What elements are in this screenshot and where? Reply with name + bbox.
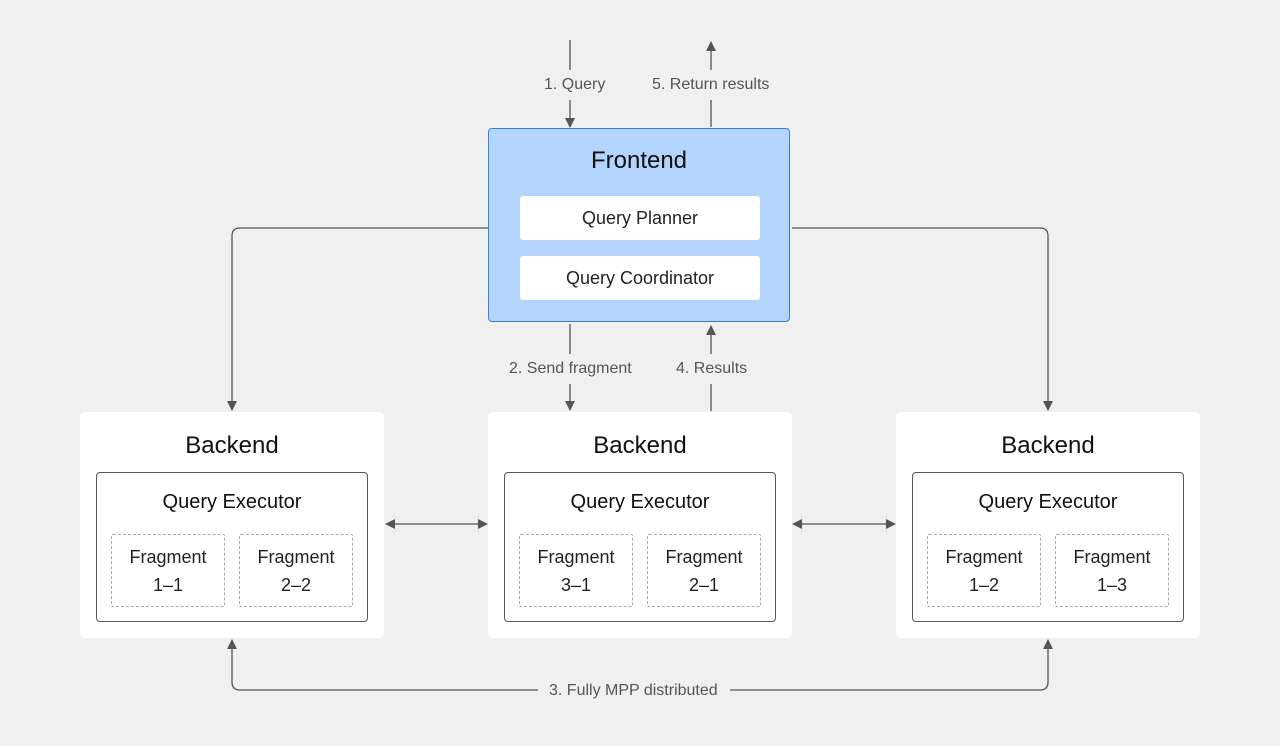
query-executor-title: Query Executor: [978, 491, 1118, 513]
frontend-title: Frontend: [590, 147, 688, 174]
fragment-word: Fragment: [665, 546, 743, 567]
backend-node-2: Backend Query Executor Fragment 3–1 Frag…: [488, 412, 792, 638]
fragment-word: Fragment: [537, 546, 615, 567]
fragment-word: Fragment: [945, 546, 1023, 567]
mpp-distributed-arrow: [232, 640, 1048, 691]
results-label: 4. Results: [676, 360, 748, 377]
fragment-box: Fragment 2–1: [647, 534, 761, 607]
fragment-box: Fragment 3–1: [519, 534, 633, 607]
frontend-node: Frontend Query Planner Query Coordinator: [488, 128, 790, 322]
backend-title: Backend: [185, 432, 279, 459]
mpp-distributed-label: 3. Fully MPP distributed: [549, 682, 718, 699]
fragment-id: 3–1: [560, 574, 592, 595]
query-planner-box: Query Planner: [520, 196, 760, 240]
send-fragment-label: 2. Send fragment: [509, 360, 632, 377]
fragment-word: Fragment: [129, 546, 207, 567]
backend-node-3: Backend Query Executor Fragment 1–2 Frag…: [896, 412, 1200, 638]
query-coordinator-box: Query Coordinator: [520, 256, 760, 300]
fragment-box: Fragment 1–2: [927, 534, 1041, 607]
fragment-word: Fragment: [1073, 546, 1151, 567]
fragment-id: 1–2: [968, 574, 1000, 595]
return-results-label: 5. Return results: [652, 76, 770, 93]
backend-title: Backend: [593, 432, 687, 459]
query-label: 1. Query: [544, 76, 606, 93]
fragment-word: Fragment: [257, 546, 335, 567]
fragment-box: Fragment 1–3: [1055, 534, 1169, 607]
query-executor-box: Query Executor Fragment 1–1 Fragment 2–2: [96, 472, 368, 622]
backend-node-1: Backend Query Executor Fragment 1–1 Frag…: [80, 412, 384, 638]
query-executor-title: Query Executor: [162, 491, 302, 513]
query-executor-title: Query Executor: [570, 491, 710, 513]
frontend-to-right-backend-arrow: [792, 227, 1053, 411]
fragment-box: Fragment 1–1: [111, 534, 225, 607]
fragment-id: 2–2: [280, 574, 312, 595]
query-executor-box: Query Executor Fragment 3–1 Fragment 2–1: [504, 472, 776, 622]
fragment-id: 2–1: [688, 574, 720, 595]
fragment-box: Fragment 2–2: [239, 534, 353, 607]
fragment-id: 1–3: [1096, 574, 1128, 595]
fragment-id: 1–1: [152, 574, 184, 595]
backend-title: Backend: [1001, 432, 1095, 459]
query-executor-box: Query Executor Fragment 1–2 Fragment 1–3: [912, 472, 1184, 622]
frontend-to-left-backend-arrow: [227, 227, 488, 411]
